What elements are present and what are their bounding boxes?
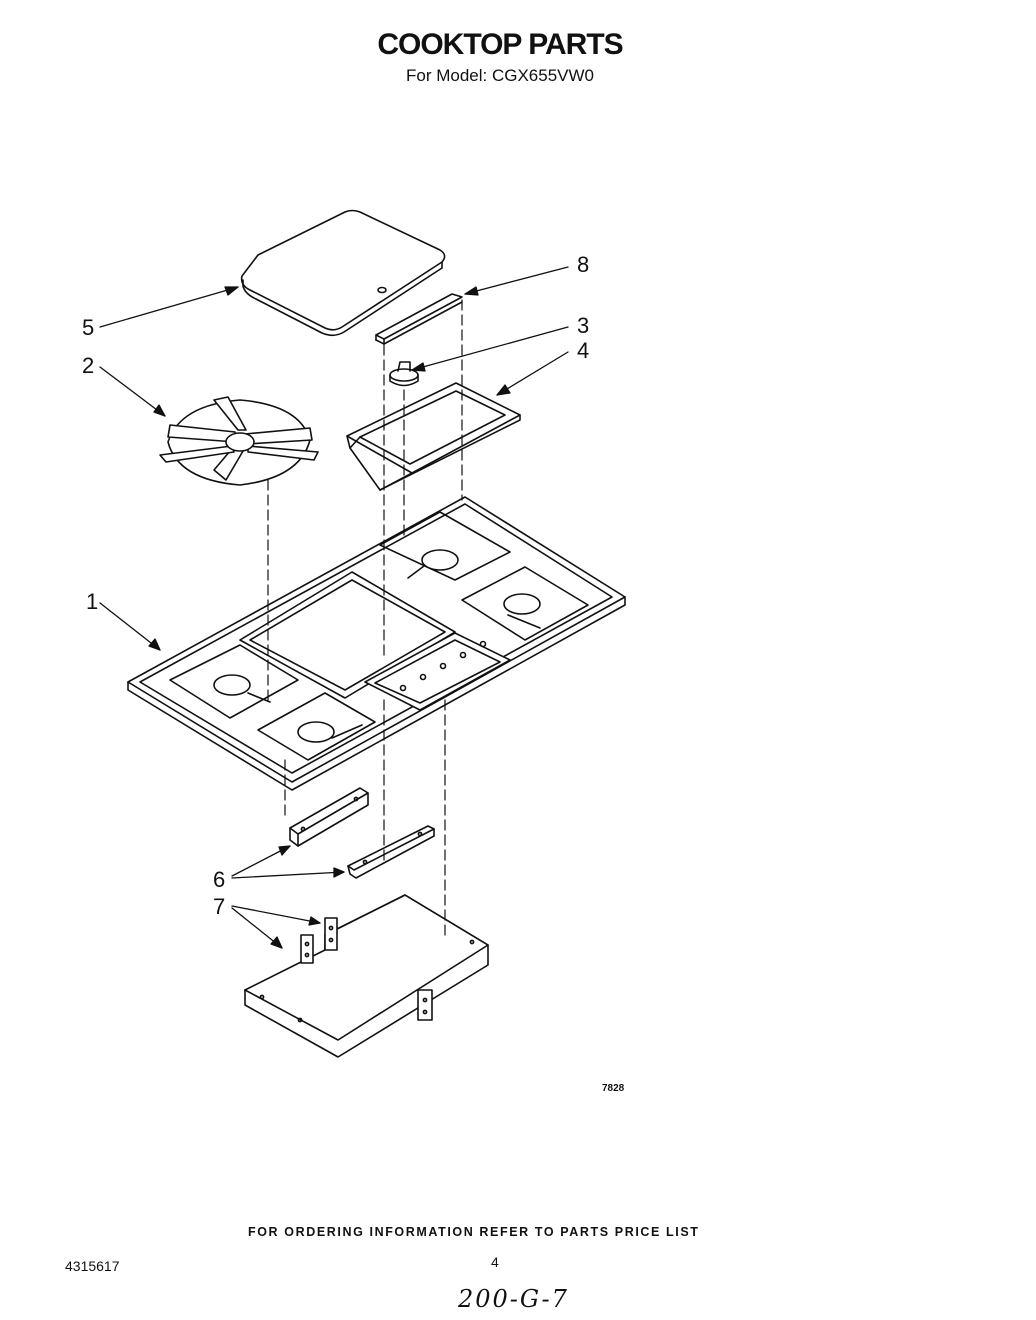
surround-panels-part-7 [245, 895, 488, 1057]
page-number: 4 [491, 1254, 499, 1270]
document-number: 4315617 [65, 1258, 120, 1274]
page-title: COOKTOP PARTS [377, 28, 623, 61]
callout-3: 3 [577, 313, 589, 338]
griddle-cover-part-5 [242, 211, 445, 336]
handwritten-note: 200-G-7 [458, 1285, 569, 1313]
control-knob-part-3 [390, 362, 418, 386]
callout-7: 7 [213, 894, 225, 919]
ordering-note: FOR ORDERING INFORMATION REFER TO PARTS … [248, 1225, 700, 1239]
leader-lines [100, 267, 568, 948]
callout-5: 5 [82, 315, 94, 340]
callout-6: 6 [213, 867, 225, 892]
cooktop-top-part-1 [128, 497, 625, 790]
figure-code: 7828 [602, 1083, 625, 1094]
callout-4: 4 [577, 338, 589, 363]
callout-2: 2 [82, 353, 94, 378]
trim-strip-part-8 [376, 294, 462, 344]
model-subtitle: For Model: CGX655VW0 [405, 66, 594, 85]
callout-1: 1 [86, 589, 98, 614]
alignment-lines [268, 300, 462, 940]
callout-8: 8 [577, 252, 589, 277]
control-panel-frame-part-4 [347, 383, 520, 490]
support-brackets-part-6 [290, 788, 434, 878]
burner-grate-part-2 [160, 397, 318, 485]
